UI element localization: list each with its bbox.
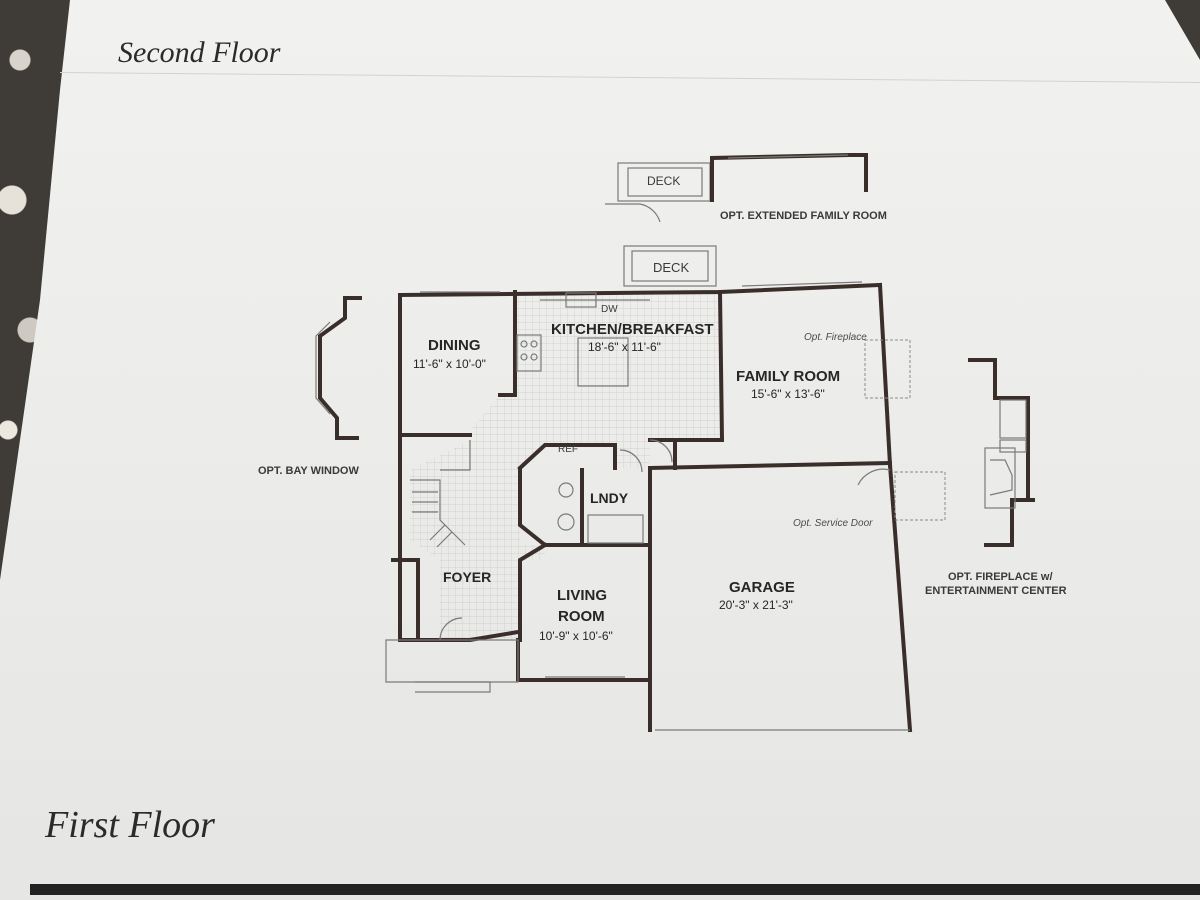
living-room-size: 10'-9" x 10'-6" [539,629,613,643]
dining-size: 11'-6" x 10'-0" [413,357,486,371]
laundry-north-wall [648,438,724,470]
toilet [557,513,575,531]
stair-treads [412,491,453,548]
garage-east-wall [887,462,913,733]
powder-room-wall [518,468,652,547]
interior-details [385,281,946,693]
garage-entry-door-swing [619,449,643,473]
deck-lower: DECK [623,245,717,287]
range [516,334,542,372]
deck-lower-label: DECK [653,260,689,275]
ref-label: REF [558,444,578,455]
living-room-south-wall [516,638,652,682]
opt-service-door-label: Opt. Service Door [793,518,873,529]
opt-fireplace-ent-label-1: OPT. FIREPLACE w/ [948,571,1053,583]
ref-wall [517,443,617,471]
washer-dryer [587,514,644,544]
opt-fireplace-entertainment [968,358,1035,547]
front-door-swing [439,617,463,641]
opt-service-door-outline [894,471,946,521]
deck-upper-inner [627,167,703,197]
kitchen-size: 18'-6" x 11'-6" [588,340,661,354]
extended-room-wall [710,153,868,202]
dining-kitchen-wall [498,290,517,397]
opt-bay-window: OPT. BAY WINDOW [258,296,362,477]
dining-label: DINING [428,337,481,354]
kitchen-family-divider [717,289,725,443]
service-door-swing [857,468,891,486]
stair-outline [410,440,471,546]
deck-lower-inner [631,250,709,282]
family-room-size: 15'-6" x 13'-6" [751,387,825,401]
porch-step [415,681,491,693]
opt-fireplace-outline [864,339,911,399]
ent-cabinet-upper [999,399,1027,439]
living-room-west-wall [518,542,548,642]
kitchen-label: KITCHEN/BREAKFAST [551,321,714,338]
closet-wall [391,558,420,642]
lndy-label: LNDY [590,490,629,506]
kitchen-foyer-tile [410,292,720,640]
room-labels: DINING 11'-6" x 10'-0" KITCHEN/BREAKFAST… [413,304,1067,643]
deck-lower-outline [623,245,717,287]
dw-label: DW [601,304,618,315]
bay-window-wall [318,296,362,440]
living-room-label-2: ROOM [558,608,605,625]
bay-window-glass [315,321,331,415]
garage-size: 20'-3" x 21'-3" [719,598,793,612]
family-room-label: FAMILY ROOM [736,368,840,385]
first-floor-title: First Floor [45,804,215,846]
deck-upper-door-swing [605,203,661,223]
opt-fireplace-label: Opt. Fireplace [804,332,867,343]
kitchen-island [577,337,629,387]
powder-sink [558,482,574,498]
opt-extended-family-room-label: OPT. EXTENDED FAMILY ROOM [720,210,887,222]
garage-label: GARAGE [729,579,795,596]
living-room-label-1: LIVING [557,587,607,604]
opt-extended-family-room-detail: DECK OPT. EXTENDED FAMILY ROOM [605,153,887,223]
family-room-window [741,281,863,287]
tile-floors [410,292,720,640]
front-porch [385,639,519,683]
second-floor-title: Second Floor [118,36,281,69]
bottom-rule [30,884,1200,895]
foyer-label: FOYER [443,569,491,585]
ent-center-wall [968,358,1035,547]
ent-fireplace-box [984,447,1016,509]
laundry-door-swing [649,439,673,463]
ent-shelf [999,439,1027,453]
garage-north-wall [647,460,893,471]
deck-upper-label: DECK [647,174,680,188]
opt-bay-window-label: OPT. BAY WINDOW [258,465,359,477]
opt-fireplace-ent-label-2: ENTERTAINMENT CENTER [925,585,1067,597]
family-room-east-wall [877,282,893,468]
ent-fireplace-opening [989,459,1013,496]
extended-room-window [727,154,849,159]
